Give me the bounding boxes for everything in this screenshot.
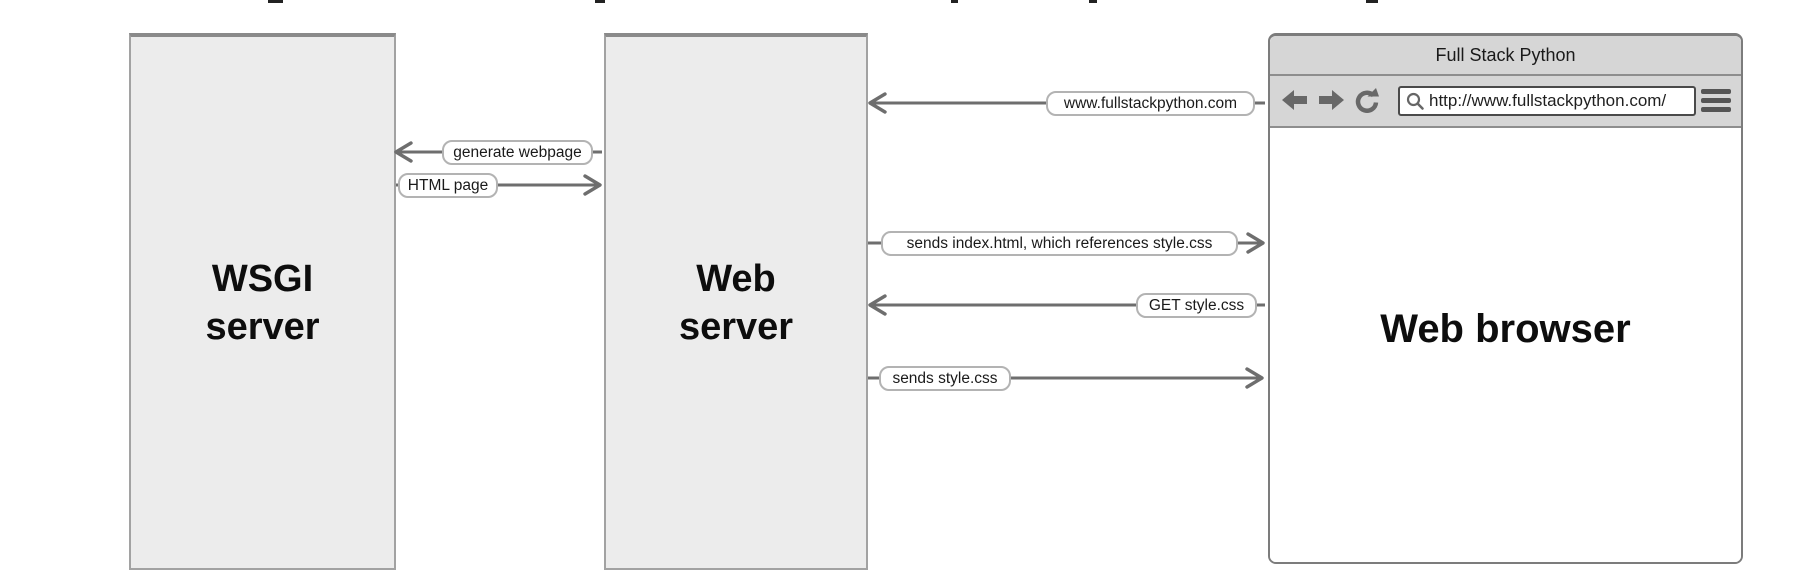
menu-bar <box>1701 89 1731 94</box>
arrow-label-html-page: HTML page <box>398 173 498 198</box>
menu-bar <box>1701 107 1731 112</box>
forward-arrow-icon[interactable] <box>1316 89 1344 111</box>
cropped-text-remnant <box>268 0 283 3</box>
arrow-label-sends-index: sends index.html, which references style… <box>881 231 1238 256</box>
menu-icon[interactable] <box>1701 89 1731 112</box>
cropped-text-remnant <box>1366 0 1378 3</box>
browser-titlebar: Full Stack Python <box>1270 36 1741 76</box>
browser-content-label: Web browser <box>1380 306 1631 351</box>
web-server-label: Web server <box>679 255 793 351</box>
node-web-server: Web server <box>604 33 868 570</box>
arrow-label-sends-style: sends style.css <box>879 366 1011 391</box>
arrow-label-generate-webpage: generate webpage <box>442 140 593 165</box>
node-wsgi-server: WSGI server <box>129 33 396 570</box>
arrow-label-request-url: www.fullstackpython.com <box>1046 91 1255 116</box>
browser-content: Web browser <box>1270 128 1741 562</box>
url-text: http://www.fullstackpython.com/ <box>1429 91 1667 110</box>
url-field[interactable]: http://www.fullstackpython.com/ <box>1398 86 1696 116</box>
wsgi-server-label-line1: WSGI <box>211 257 314 300</box>
wsgi-server-label: WSGI server <box>205 255 319 351</box>
back-arrow-icon[interactable] <box>1282 89 1310 111</box>
menu-bar <box>1701 98 1731 103</box>
arrow-label-get-style: GET style.css <box>1136 293 1257 318</box>
reload-icon[interactable] <box>1353 88 1379 114</box>
browser-title: Full Stack Python <box>1435 44 1576 65</box>
search-icon <box>1406 92 1424 110</box>
cropped-text-remnant <box>1089 0 1097 3</box>
browser-window: Full Stack Python http://www.fullstackpy… <box>1268 33 1743 564</box>
browser-toolbar: http://www.fullstackpython.com/ <box>1270 76 1741 128</box>
web-server-label-line1: Web <box>696 257 776 300</box>
cropped-text-remnant <box>951 0 958 3</box>
wsgi-server-label-line2: server <box>205 305 320 348</box>
cropped-text-remnant <box>595 0 605 3</box>
web-server-label-line2: server <box>678 305 794 348</box>
